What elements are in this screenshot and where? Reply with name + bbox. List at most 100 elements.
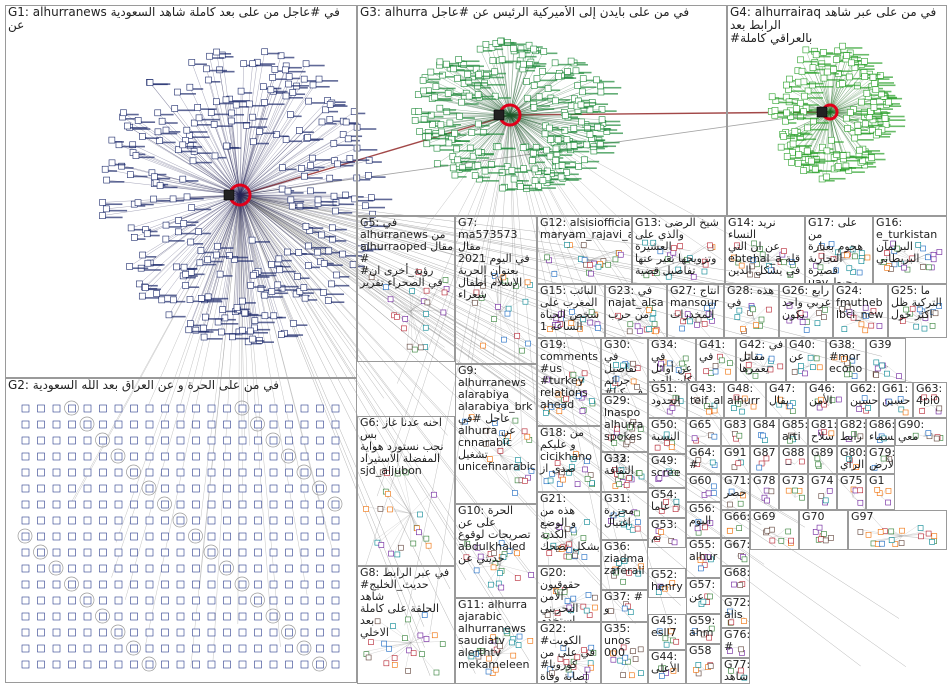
group-panel-g56: G56: اليوم bbox=[686, 502, 721, 538]
group-panel-g47: G47: يقال bbox=[766, 382, 806, 418]
group-label: G52: henry bbox=[651, 569, 683, 593]
group-panel-g4: G4: alhurrairaq في من على عبر شاهد الراب… bbox=[727, 5, 947, 216]
group-panel-g12: G12: alsisiofficial maryam_rajavi_a bbox=[537, 216, 632, 284]
group-label: G7: ma573573 مقال 2021 في اليوم بعنوان ا… bbox=[458, 217, 536, 301]
group-label: G13: شيخ الرضى والذي على العشيرة وتزويجه… bbox=[635, 217, 724, 277]
group-label: G86: السماء bbox=[869, 419, 895, 443]
group-panel-g67: G67: bbox=[721, 538, 750, 566]
group-panel-g39: G39 bbox=[866, 338, 906, 382]
group-label: G57: عن bbox=[689, 579, 715, 603]
group-label: G28: هذه في bbox=[727, 285, 774, 309]
group-label: G59: ahm bbox=[689, 615, 715, 639]
group-panel-g65: G65 bbox=[686, 418, 721, 446]
group-panel-g88: G88 bbox=[779, 446, 808, 474]
group-label: G44: الأعلى bbox=[651, 651, 680, 675]
group-label: G2: في من على الحرة و عن العراق بعد اللّ… bbox=[8, 379, 279, 392]
group-panel-g15: G15: النائب المغرب على شخص الحياة الساعة… bbox=[537, 284, 605, 338]
group-label: G90: معي bbox=[898, 419, 924, 443]
group-panel-g83: G83 bbox=[721, 418, 750, 446]
group-panel-g36: G36: ziadma zaferali bbox=[601, 540, 648, 590]
group-label: G36: ziadma zaferali bbox=[604, 541, 645, 577]
group-panel-g16: G16: e_turkistan البرلمان البريطاني bbox=[873, 216, 947, 284]
group-panel-g27: G27: انتاج mansour المخدرات bbox=[667, 284, 724, 338]
group-label: G10: الحرة على عن تصريحات لوقوع abdulkha… bbox=[458, 505, 531, 565]
group-panel-g22: G22: #الكويت في على من #كورونا إصابة وفا… bbox=[537, 622, 601, 684]
group-panel-g50: G50: النسبة bbox=[648, 418, 686, 454]
group-panel-g20: G20: حقوقيون الأمن البحريني استخدم العنف bbox=[537, 566, 601, 622]
group-label: G88 bbox=[782, 447, 805, 459]
group-panel-g81: G81: سلاح bbox=[808, 418, 837, 446]
group-panel-g87: G87 bbox=[750, 446, 779, 474]
group-label: G14: نريد النساء عن ان التي ebtehal_a قل… bbox=[728, 217, 804, 277]
group-panel-g18: G18: من و عليكم cicikhano صدى از bbox=[537, 426, 601, 492]
group-label: G78 bbox=[753, 475, 776, 487]
group-label: G55: alhur bbox=[689, 539, 717, 563]
group-label: G89 bbox=[811, 447, 834, 459]
group-label: G31: مجزرة اغتيال bbox=[604, 493, 634, 529]
group-label: G91 bbox=[724, 447, 747, 459]
group-label: G47: يقال bbox=[769, 383, 795, 407]
group-panel-g61: G61: حسين bbox=[879, 382, 913, 418]
group-label: G62: حسين bbox=[850, 383, 878, 407]
group-label: G41: في bbox=[699, 339, 735, 363]
group-panel-g3: G3: alhurra في من على بايدن إلى الأميركي… bbox=[357, 5, 727, 216]
group-panel-g19: G19: comments #us #turkey relations ahea… bbox=[537, 338, 601, 426]
group-panel-g52: G52: henry bbox=[648, 568, 686, 598]
group-label: G73 bbox=[782, 475, 805, 487]
group-panel-g76: G76: # bbox=[721, 628, 750, 658]
group-panel-g42: G42: في مقاتل يعمرها bbox=[736, 338, 786, 382]
group-panel-g48: G48: alhurr bbox=[724, 382, 766, 418]
group-panel-g79: G79: الأرض bbox=[866, 446, 895, 474]
group-label: G84 bbox=[753, 419, 776, 431]
group-label: G24: fmutheb lbci_new bbox=[836, 285, 883, 321]
group-panel-g57: G57: عن bbox=[686, 578, 721, 614]
group-label: G11: alhurra ajarabic alhurranews saudia… bbox=[458, 599, 529, 671]
group-panel-g23: G23: في najat_alsa من حرب bbox=[605, 284, 667, 338]
group-label: G81: سلاح bbox=[811, 419, 837, 443]
group-label: G69 bbox=[753, 511, 776, 523]
group-panel-g28: G28: هذه في bbox=[724, 284, 779, 338]
group-panel-g62: G62: حسين bbox=[847, 382, 879, 418]
group-label: G25: ما التركية ظل اكثر حول bbox=[891, 285, 942, 321]
group-label: G38: #mor econo bbox=[829, 339, 862, 375]
group-panel-g38: G38: #mor econo bbox=[826, 338, 866, 382]
group-label: G21: هذه من و الوضع الكذبة بشكل تضحك bbox=[540, 493, 600, 553]
group-panel-g69: G69 bbox=[750, 510, 799, 550]
group-label: G3: alhurra في من على بايدن إلى الأميركي… bbox=[360, 6, 689, 19]
group-panel-g82: G82: رابط bbox=[837, 418, 866, 446]
group-panel-g78: G78 bbox=[750, 474, 779, 510]
group-panel-g6: G6: احنه عدنا غاز بس نحب نستورد هواية ال… bbox=[357, 416, 455, 566]
group-label: G49: scree bbox=[651, 455, 681, 479]
group-panel-g91: G91 bbox=[721, 446, 750, 474]
group-label: G26: رابع عربي واحد يكون bbox=[782, 285, 831, 321]
group-panel-g60: G60 bbox=[686, 474, 721, 502]
group-label: G64: # bbox=[689, 447, 715, 471]
group-label: G42: في مقاتل يعمرها bbox=[739, 339, 783, 375]
group-label: G54: عاما bbox=[651, 489, 677, 513]
group-label: G70 bbox=[802, 511, 825, 523]
group-panel-g43: G43: teif_al bbox=[687, 382, 724, 418]
group-label: G32 bbox=[604, 453, 627, 465]
group-panel-g58: G58 bbox=[686, 644, 721, 684]
group-panel-g1x: G1 bbox=[866, 474, 895, 510]
group-panel-g25: G25: ما التركية ظل اكثر حول bbox=[888, 284, 947, 338]
group-label: G61: حسين bbox=[882, 383, 910, 407]
group-label: G20: حقوقيون الأمن البحريني استخدم العنف bbox=[540, 567, 600, 622]
group-label: G74 bbox=[811, 475, 834, 487]
group-label: G67: bbox=[724, 539, 750, 551]
group-label: G50: النسبة bbox=[651, 419, 680, 443]
group-label: G43: teif_al bbox=[690, 383, 723, 407]
group-panel-g41: G41: في bbox=[696, 338, 736, 382]
group-label: G53: تم bbox=[651, 519, 677, 543]
group-panel-g5: G5: في alhurranews من alhurraoped مقال #… bbox=[357, 216, 455, 362]
group-panel-g59: G59: ahm bbox=[686, 614, 721, 644]
group-label: G83 bbox=[724, 419, 747, 431]
group-panel-g74: G74 bbox=[808, 474, 837, 510]
group-panel-g31: G31: مجزرة اغتيال bbox=[601, 492, 648, 540]
group-label: G35: unos 000 bbox=[604, 623, 630, 659]
group-panel-g49: G49: scree bbox=[648, 454, 686, 488]
group-panel-g97: G97 bbox=[848, 510, 947, 550]
group-label: G8: في عبر الرابط #حديث_الخليج شاهد الحل… bbox=[360, 567, 454, 639]
group-panel-g75: G75 bbox=[837, 474, 866, 510]
group-panel-g77: G77: شاهد bbox=[721, 658, 750, 684]
